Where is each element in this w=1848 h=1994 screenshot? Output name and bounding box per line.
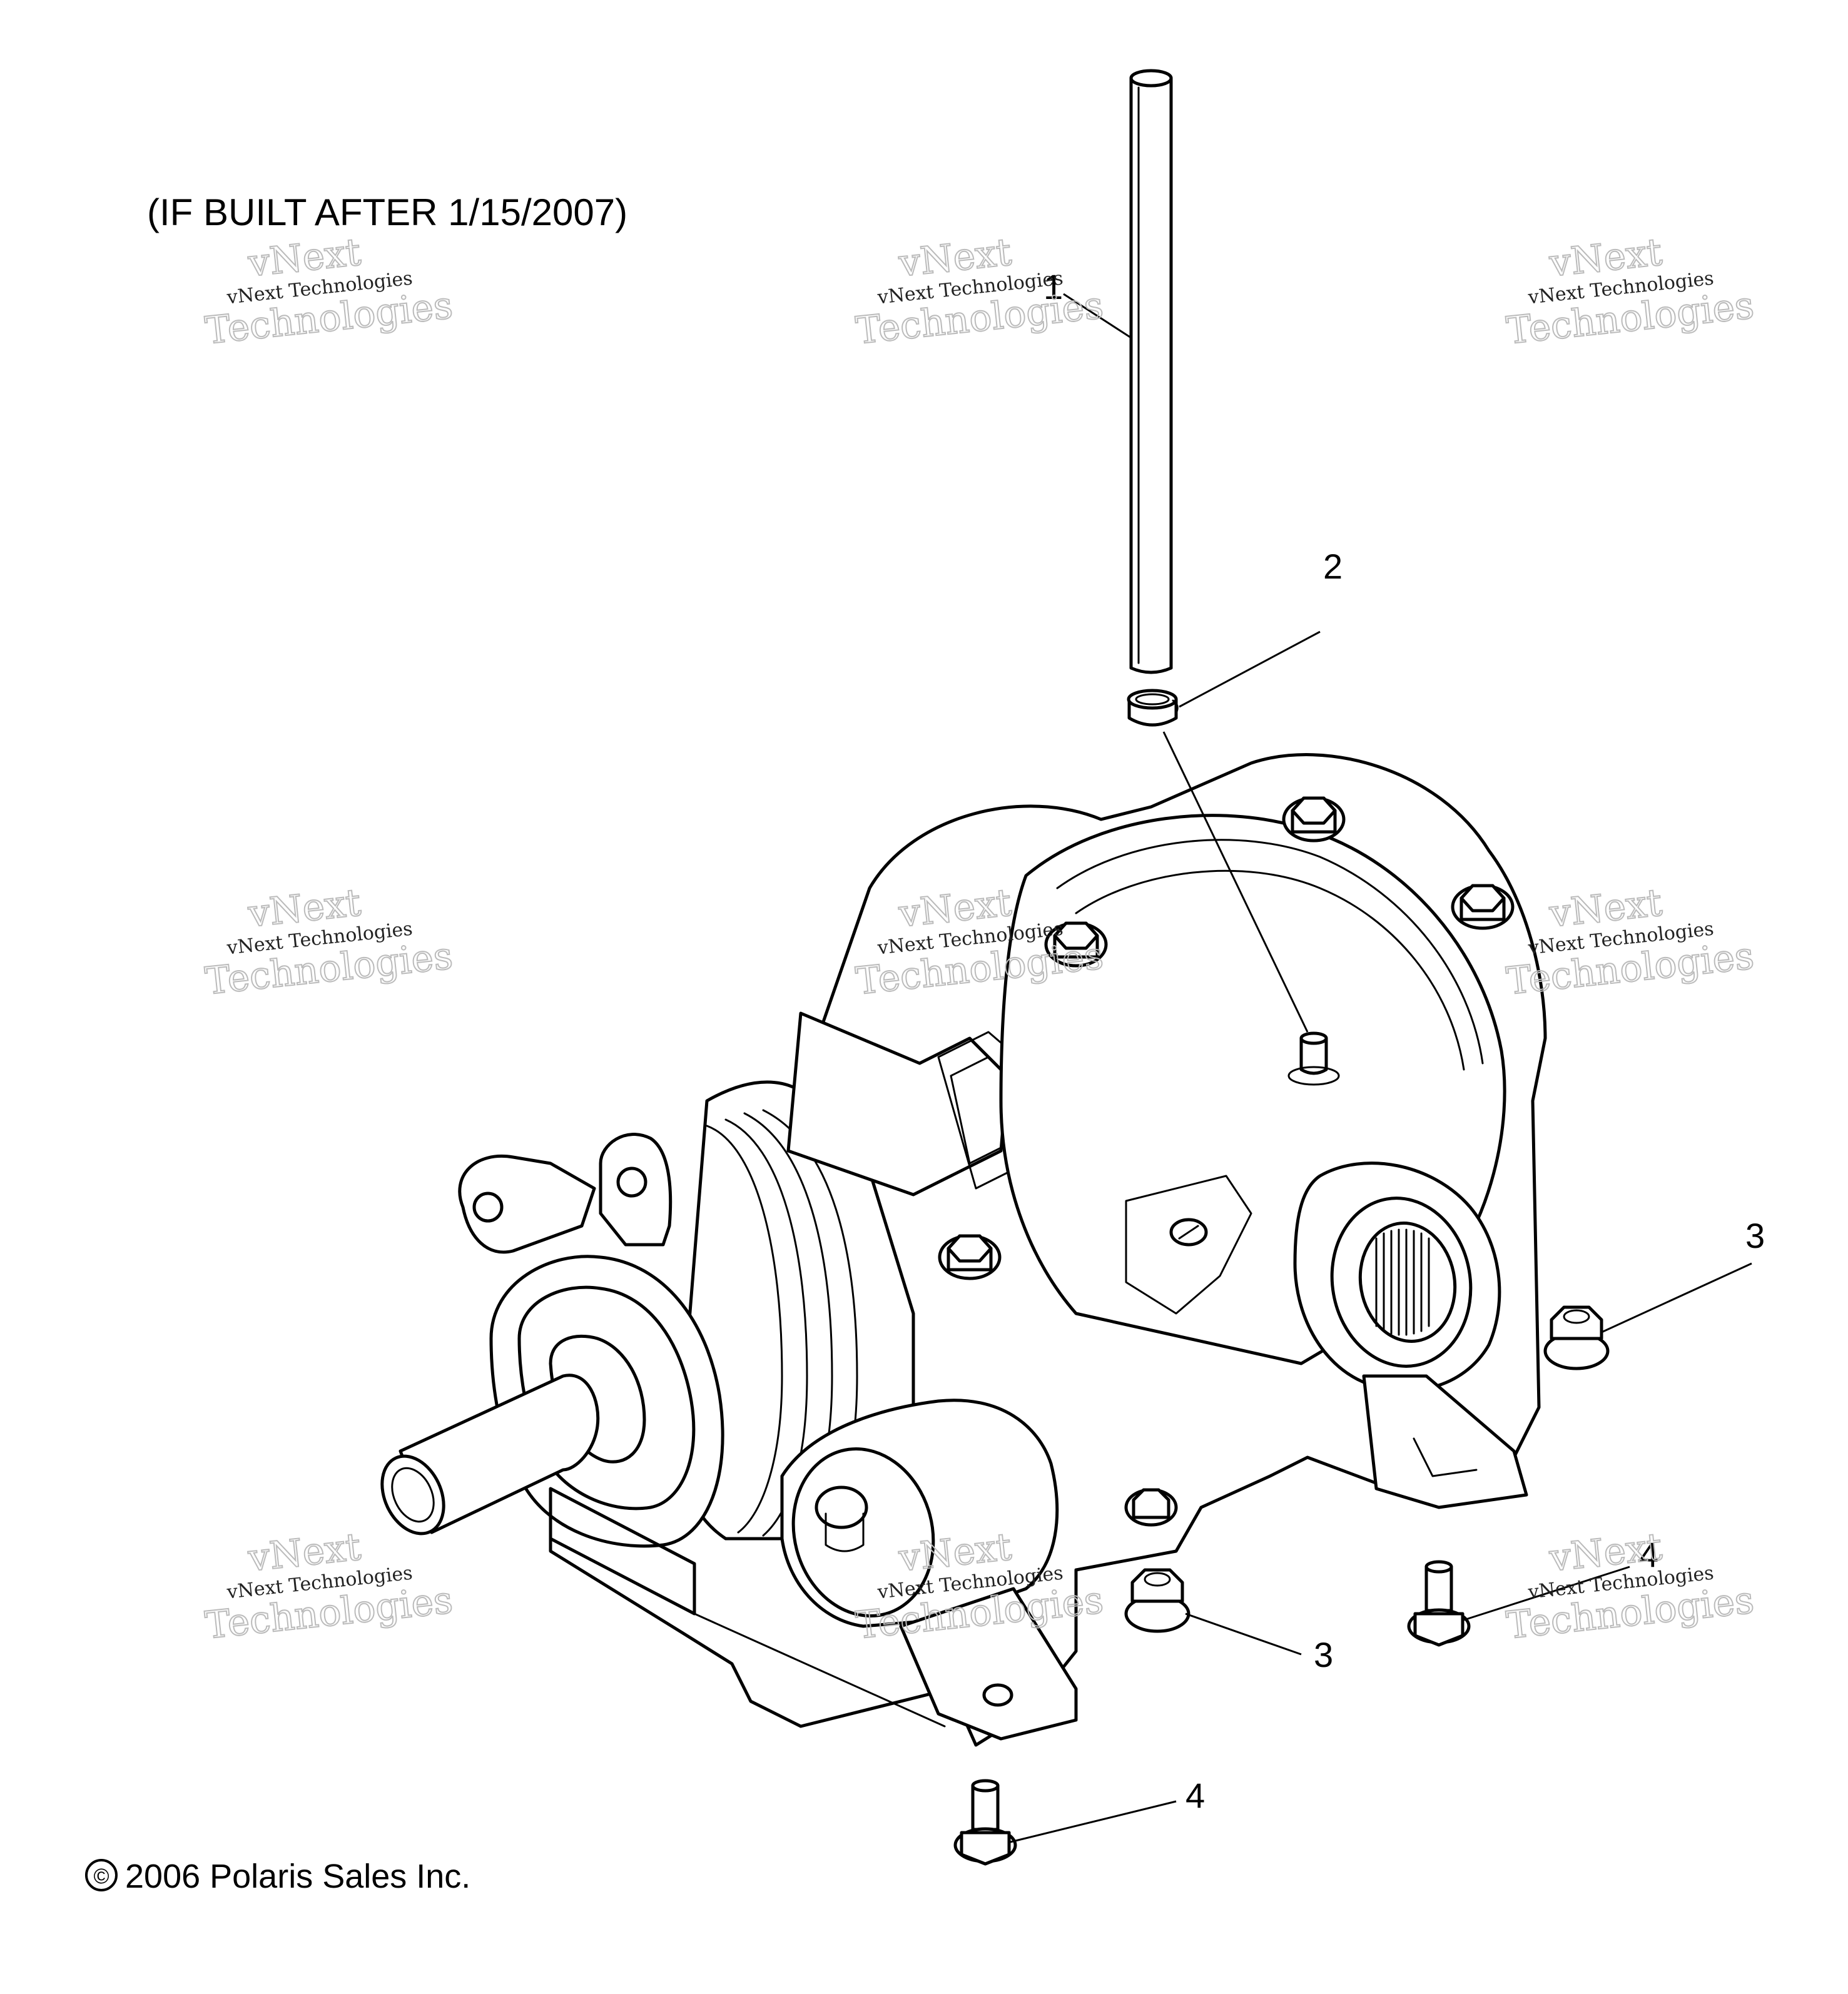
watermark: vNext vNext Technologies Technologies (853, 230, 1106, 353)
part-3-flange-nut-right (1543, 1305, 1610, 1370)
build-date-note: (IF BUILT AFTER 1/15/2007) (147, 191, 627, 233)
cover-bolts (938, 796, 1515, 1527)
watermark: vNext vNext Technologies Technologies (1504, 1524, 1757, 1648)
part-2-hose-clamp (1127, 689, 1179, 727)
callout-2: 2 (1323, 547, 1343, 586)
part-4-flange-bolt-bottom (953, 1779, 1017, 1866)
part-4-flange-bolt-right (1407, 1560, 1471, 1647)
part-1-vent-tube (1129, 69, 1173, 674)
copyright-line: © 2006 Polaris Sales Inc. (85, 1858, 470, 1895)
part-3-flange-nut-center (1124, 1568, 1191, 1633)
callout-3-right: 3 (1745, 1216, 1765, 1255)
callout-4-bottom: 4 (1185, 1776, 1205, 1815)
callout-4-right: 4 (1639, 1535, 1658, 1574)
gearcase-assembly (380, 753, 1547, 1747)
watermark: vNext vNext Technologies Technologies (1504, 880, 1757, 1004)
callout-3-center: 3 (1314, 1635, 1333, 1674)
copyright-icon (85, 1859, 118, 1891)
copyright-text: 2006 Polaris Sales Inc. (125, 1858, 470, 1895)
callout-leaders (1010, 293, 1752, 1843)
callout-1: 1 (1043, 267, 1063, 306)
copyright-symbol: © (93, 1865, 109, 1888)
watermark: vNext vNext Technologies Technologies (203, 230, 455, 353)
watermark: vNext vNext Technologies Technologies (203, 1524, 455, 1648)
watermark: vNext vNext Technologies Technologies (203, 880, 455, 1004)
output-splines (1375, 1228, 1430, 1336)
watermark: vNext vNext Technologies Technologies (1504, 230, 1757, 353)
